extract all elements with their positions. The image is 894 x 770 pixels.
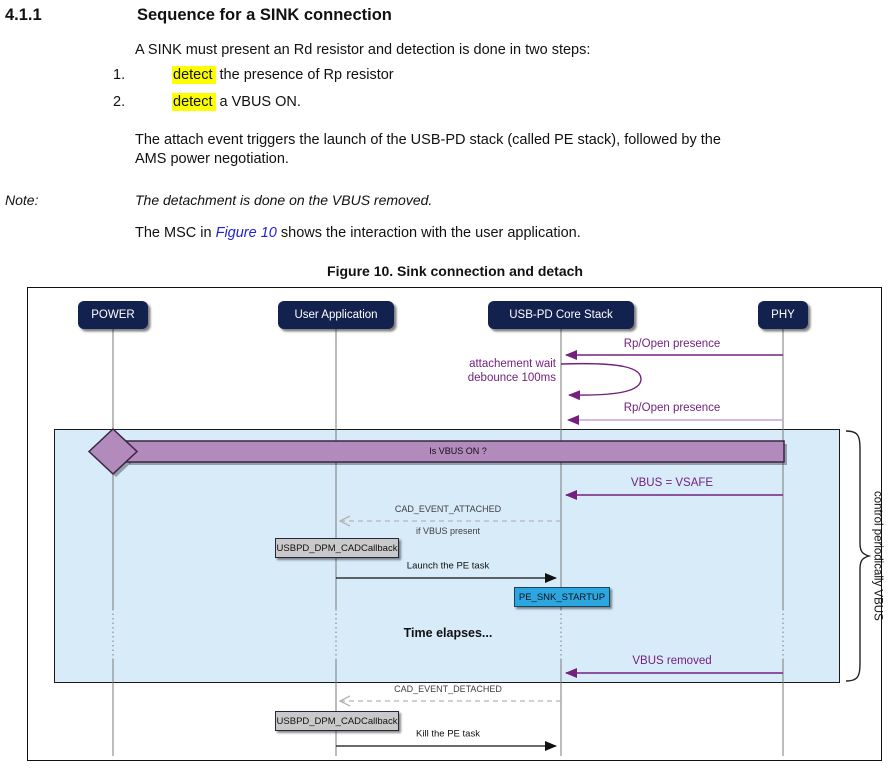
note-text: The detachment is done on the VBUS remov… bbox=[135, 192, 433, 208]
lifeline-label: PHY bbox=[771, 309, 795, 321]
lifeline-label: POWER bbox=[91, 309, 135, 321]
paragraph-line: The attach event triggers the launch of … bbox=[135, 132, 721, 148]
paragraph-line: AMS power negotiation. bbox=[135, 151, 289, 167]
note-label: Note: bbox=[5, 192, 39, 208]
label-rp-open-presence-2: Rp/Open presence bbox=[623, 402, 721, 414]
lifeline-box-usbpd-core-stack: USB-PD Core Stack bbox=[488, 301, 634, 329]
msc-text-before: The MSC in bbox=[135, 225, 216, 241]
diamond-arrowhead bbox=[87, 427, 139, 476]
attach-paragraph: The attach event triggers the launch of … bbox=[135, 131, 721, 169]
wait-line: attachement wait bbox=[469, 358, 556, 370]
label-launch-pe-task: Launch the PE task bbox=[406, 560, 490, 572]
label-cad-event-attached: CAD_EVENT_ATTACHED bbox=[394, 504, 502, 514]
vbus-control-region bbox=[54, 429, 840, 683]
lifeline-label: USB-PD Core Stack bbox=[509, 309, 613, 321]
list-item: 1. detect the presence of Rp resistor bbox=[113, 66, 394, 84]
section-title: Sequence for a SINK connection bbox=[137, 6, 392, 24]
figure-caption: Figure 10. Sink connection and detach bbox=[327, 263, 583, 279]
label-cad-event-detached: CAD_EVENT_DETACHED bbox=[394, 684, 502, 694]
list-number: 2. bbox=[113, 94, 126, 110]
list-text: the presence of Rp resistor bbox=[215, 67, 394, 83]
lifeline-box-power: POWER bbox=[78, 301, 148, 329]
figure-diagram: POWER User Application USB-PD Core Stack… bbox=[27, 287, 884, 761]
list-text: a VBUS ON. bbox=[215, 94, 301, 110]
lifeline-box-phy: PHY bbox=[758, 301, 808, 329]
highlighted-text: detect bbox=[172, 93, 216, 111]
label-is-vbus-on: Is VBUS ON ? bbox=[429, 446, 487, 456]
label-rp-open-presence-1: Rp/Open presence bbox=[623, 338, 721, 350]
list-number: 1. bbox=[113, 67, 126, 83]
lifeline-box-user-application: User Application bbox=[278, 301, 394, 329]
label-vbus-vsafe: VBUS = VSAFE bbox=[630, 477, 714, 489]
figure-10-link[interactable]: Figure 10 bbox=[215, 225, 277, 241]
label-vbus-removed: VBUS removed bbox=[632, 655, 712, 667]
label-kill-pe-task: Kill the PE task bbox=[416, 728, 480, 740]
self-arrow-attach-wait bbox=[560, 362, 642, 401]
lifeline-label: User Application bbox=[294, 309, 378, 321]
list-item: 2. detect a VBUS ON. bbox=[113, 93, 301, 111]
wait-line: debounce 100ms bbox=[467, 371, 556, 384]
highlighted-text: detect bbox=[172, 66, 216, 84]
label-attachement-wait: attachement wait debounce 100ms bbox=[396, 358, 556, 385]
msc-graphics bbox=[87, 329, 872, 756]
msc-text-after: shows the interaction with the user appl… bbox=[276, 225, 581, 241]
label-time-elapses: Time elapses... bbox=[403, 626, 493, 640]
label-if-vbus-present: if VBUS present bbox=[415, 526, 481, 536]
is-vbus-on-arrow bbox=[87, 427, 787, 477]
brace bbox=[845, 430, 872, 682]
state-box-pe-snk-startup: PE_SNK_STARTUP bbox=[514, 587, 610, 607]
intro-paragraph: A SINK must present an Rd resistor and d… bbox=[135, 42, 591, 58]
label-control-periodically-vbus: control periodically VBUS bbox=[871, 491, 884, 621]
callback-box-1: USBPD_DPM_CADCallback bbox=[275, 538, 399, 558]
msc-paragraph: The MSC in Figure 10 shows the interacti… bbox=[135, 224, 581, 243]
section-number: 4.1.1 bbox=[5, 6, 42, 24]
callback-box-2: USBPD_DPM_CADCallback bbox=[275, 711, 399, 731]
lifelines bbox=[112, 329, 784, 756]
